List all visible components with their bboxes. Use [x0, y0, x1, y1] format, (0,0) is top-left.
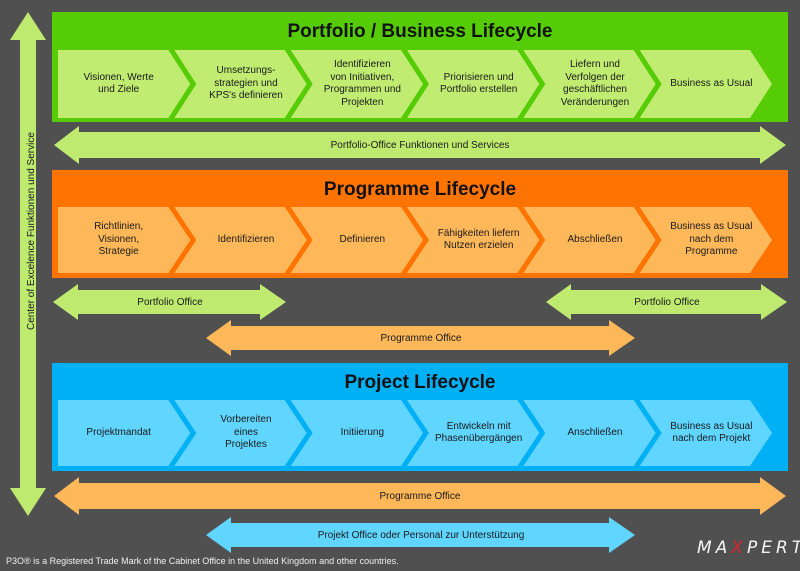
project-programme-office-label: Programme Office	[379, 490, 461, 502]
chevron-step	[407, 50, 540, 118]
portfolio-office-functions-arrow	[54, 126, 786, 164]
programme-steps	[58, 207, 772, 273]
project-programme-office-arrow	[54, 477, 786, 515]
chevron-step	[407, 207, 540, 273]
portfolio-title: Portfolio / Business Lifecycle	[287, 21, 553, 42]
chevron-step	[174, 400, 307, 466]
chevron-step	[58, 207, 191, 273]
logo-x: X	[731, 538, 747, 558]
step-label: Identifizieren	[217, 233, 275, 245]
step-label: Abschließen	[567, 233, 623, 245]
programme-title: Programme Lifecycle	[323, 179, 517, 200]
portfolio-office-left-arrow	[53, 284, 286, 320]
chevron-step	[290, 400, 423, 466]
center-of-excellence-arrow	[10, 12, 46, 516]
logo-part: MA	[697, 538, 732, 558]
arrow-shape	[54, 126, 786, 164]
chevron-step	[290, 207, 423, 273]
step-label: Business as Usual	[670, 77, 753, 89]
step-label: Anschließen	[567, 426, 623, 438]
side-arrow-shape	[10, 12, 46, 516]
portfolio-office-functions-label: Portfolio-Office Funktionen und Services	[330, 139, 510, 151]
chevron-step	[523, 50, 656, 118]
arrow-shape	[54, 477, 786, 515]
portfolio-office-right-label: Portfolio Office	[634, 296, 700, 308]
chevron-step	[639, 50, 772, 118]
step-label: Initiierung	[340, 426, 384, 438]
portfolio-office-left-label: Portfolio Office	[137, 296, 203, 308]
arrow-shape	[53, 284, 286, 320]
portfolio-office-right-arrow	[546, 284, 787, 320]
chevron-step	[523, 207, 656, 273]
chevron-step	[639, 207, 772, 273]
chevron-step	[58, 400, 191, 466]
trademark-footer: P3O® is a Registered Trade Mark of the C…	[6, 556, 399, 566]
chevron-step	[58, 50, 191, 118]
maxpert-logo: MAXPERT®	[697, 538, 800, 558]
project-office-label: Projekt Office oder Personal zur Unterst…	[317, 529, 525, 541]
arrow-shape	[206, 517, 635, 553]
chevron-step	[290, 50, 423, 118]
chevron-step	[639, 400, 772, 466]
side-arrow-label: Center of Excelence Funktionen und Servi…	[26, 132, 37, 330]
step-label: Richtlinien,Visionen,Strategie	[94, 221, 144, 258]
project-title: Project Lifecycle	[344, 372, 496, 393]
chevron-step	[174, 207, 307, 273]
logo-part: PERT	[746, 538, 800, 558]
project-office-arrow	[206, 517, 635, 553]
chevron-step	[407, 400, 540, 466]
chevron-step	[174, 50, 307, 118]
step-label: Projektmandat	[86, 426, 151, 438]
arrow-shape	[546, 284, 787, 320]
arrow-shape	[206, 320, 635, 356]
project-steps	[58, 400, 772, 466]
portfolio-steps	[58, 50, 772, 118]
programme-office-label: Programme Office	[380, 332, 462, 344]
programme-office-arrow	[206, 320, 635, 356]
chevron-step	[523, 400, 656, 466]
step-label: Definieren	[339, 233, 386, 245]
